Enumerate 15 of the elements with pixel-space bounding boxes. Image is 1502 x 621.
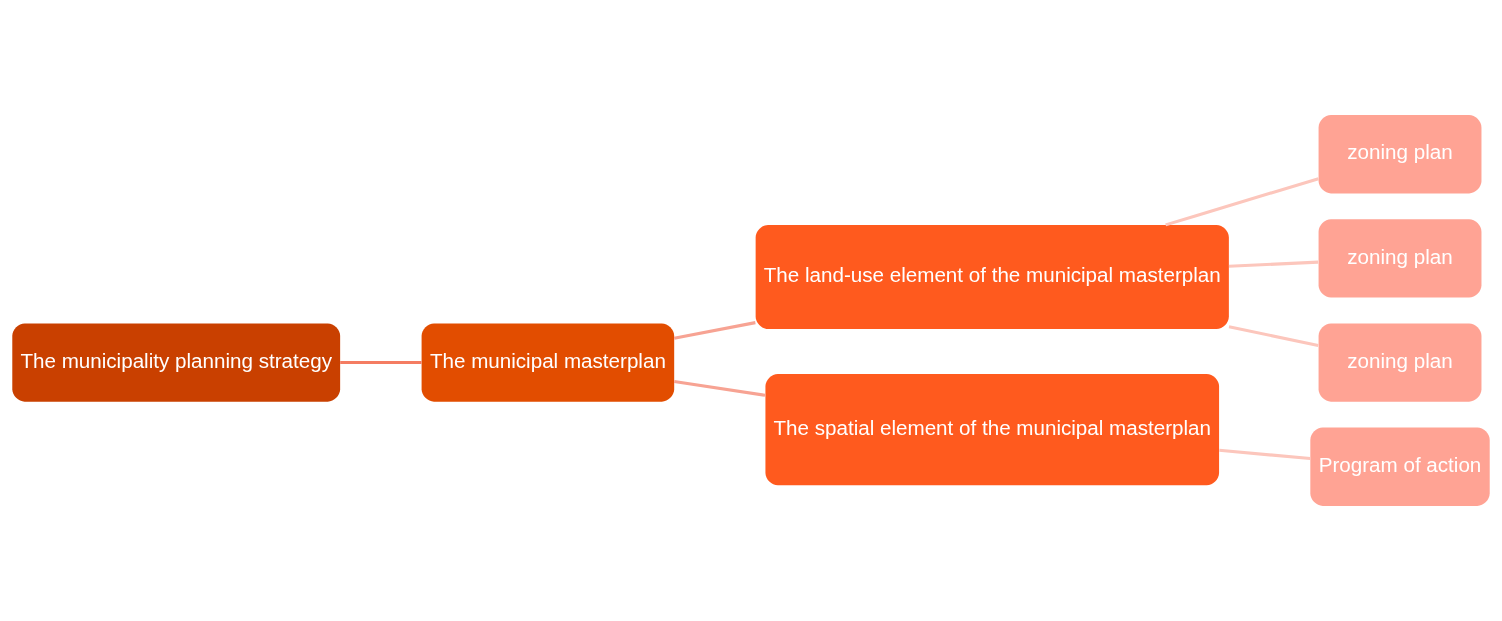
node-box: The land-use element of the municipal masterplan [755, 224, 1229, 330]
connector [1228, 260, 1319, 268]
connector [1219, 448, 1311, 461]
node-box: zoning plan [1318, 219, 1482, 298]
connector [1165, 177, 1319, 227]
node-box: zoning plan [1318, 115, 1482, 194]
node-box: zoning plan [1318, 323, 1482, 402]
connector [1228, 325, 1319, 348]
connector [673, 380, 766, 397]
node-box: The municipality planning strategy [12, 323, 341, 402]
node-box: The spatial element of the municipal masterplan [765, 373, 1220, 486]
connector [340, 361, 422, 365]
node-box: The municipal masterplan [421, 323, 675, 402]
connector [673, 321, 756, 340]
node-box: Program of action [1310, 427, 1490, 506]
